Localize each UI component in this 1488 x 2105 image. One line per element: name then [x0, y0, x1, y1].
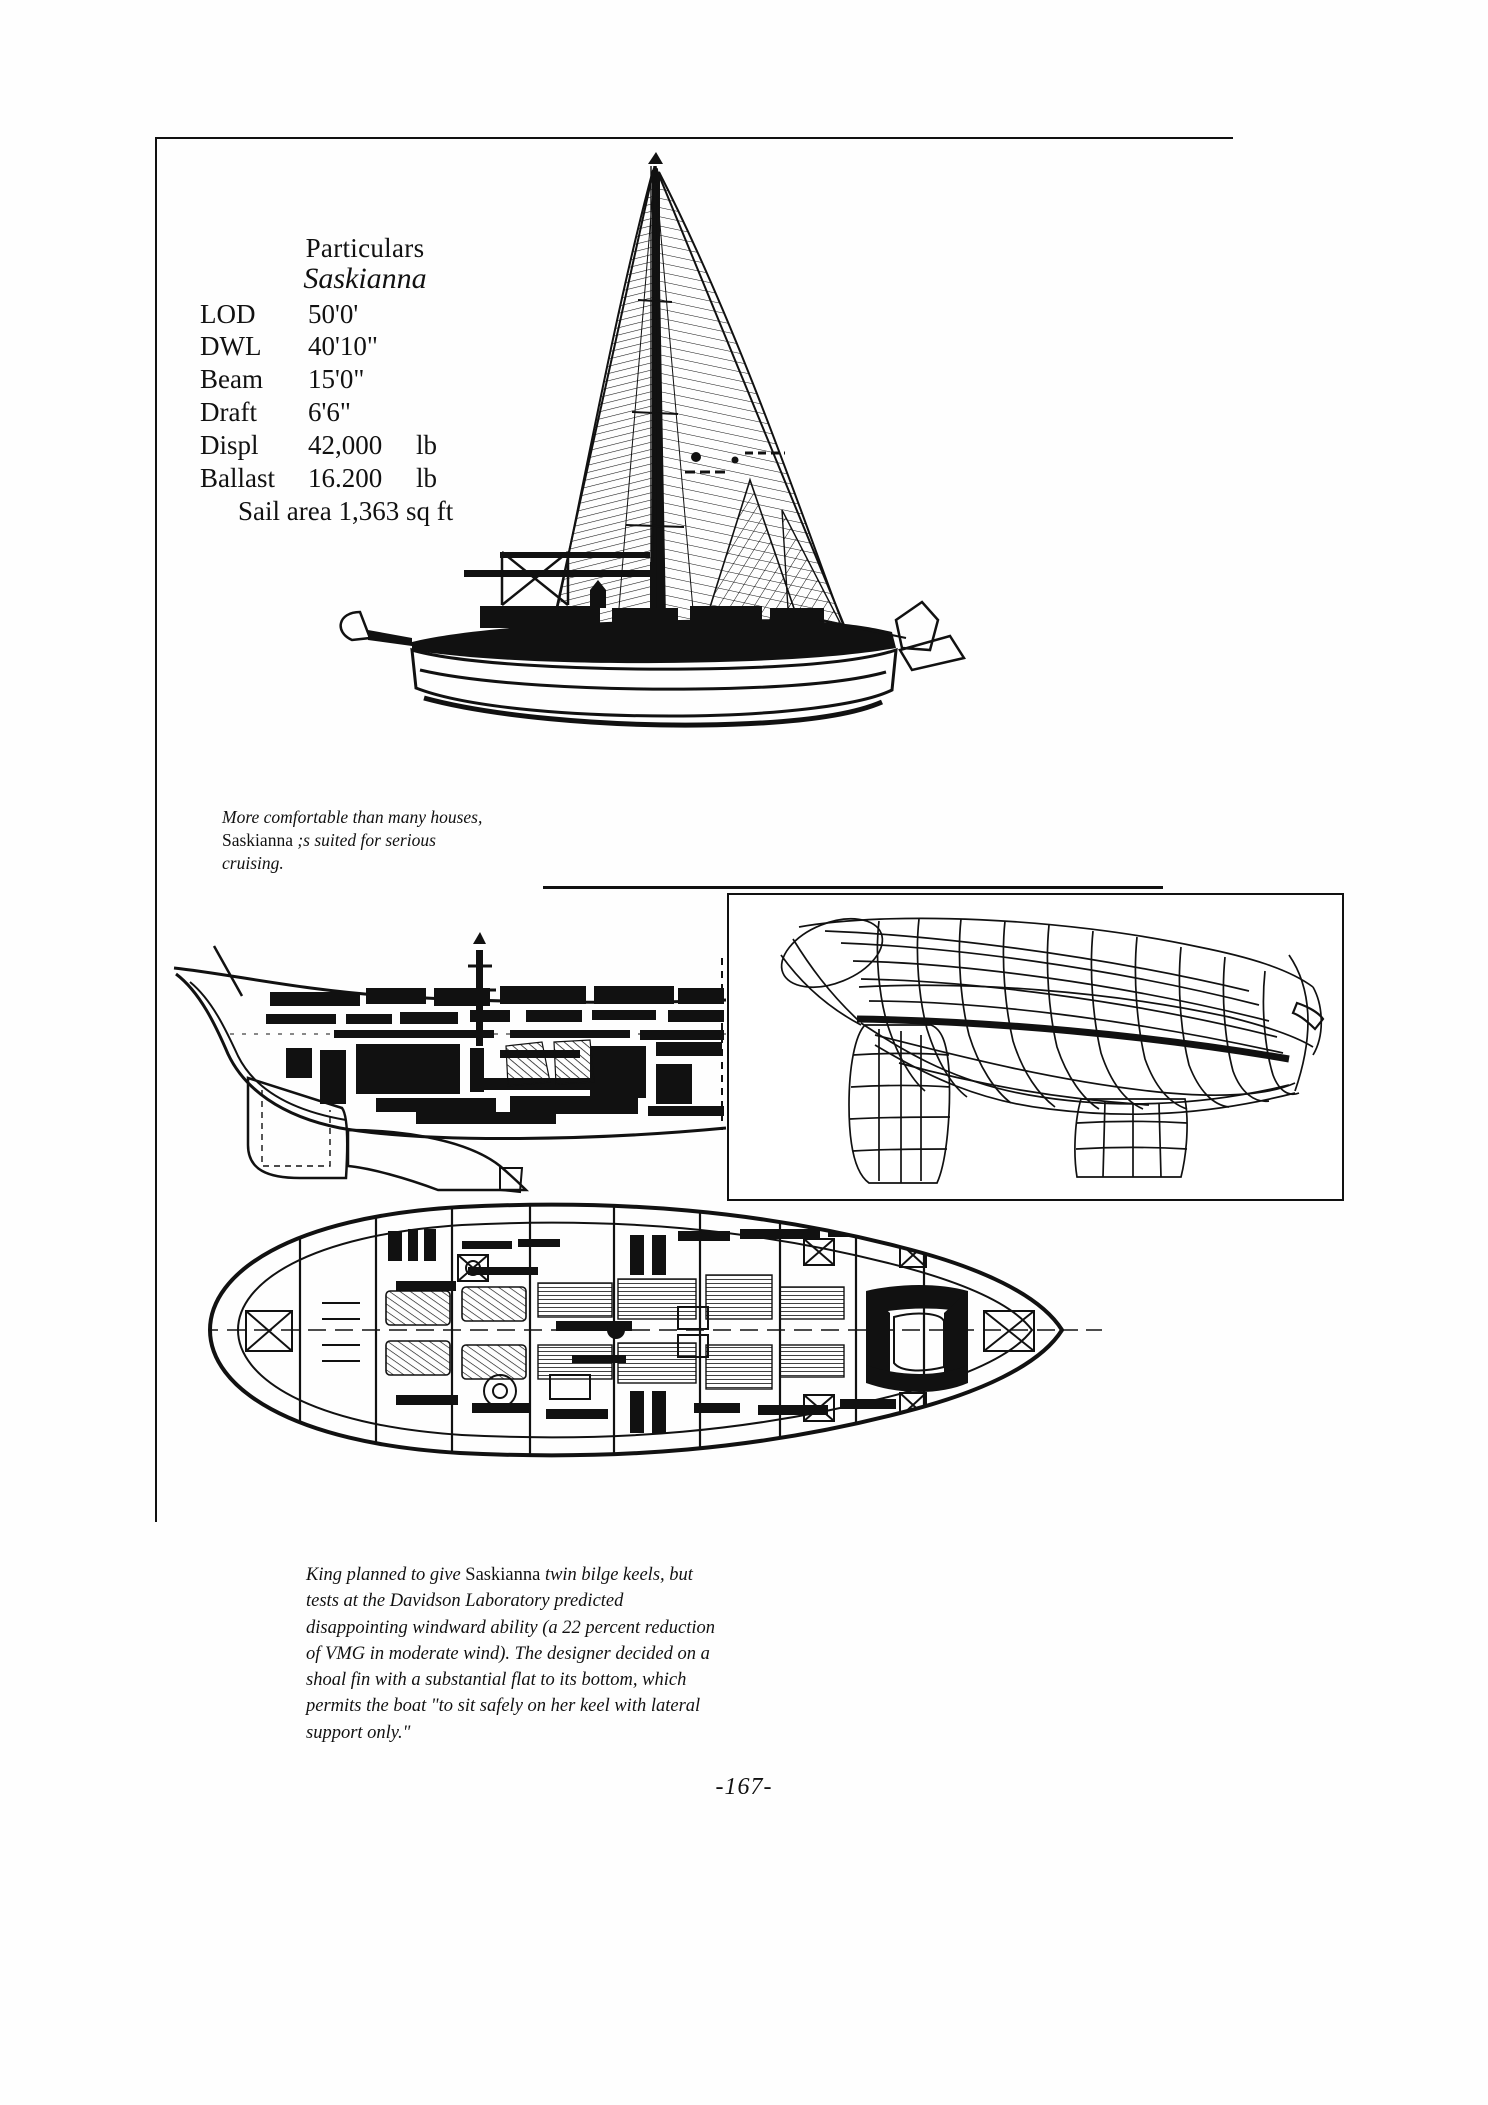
- accommodation-plan-figure: [200, 1195, 1110, 1465]
- particulars-label: Draft: [200, 397, 257, 428]
- particulars-row: Draft 6'6": [200, 396, 530, 429]
- particulars-value: 42,000: [308, 430, 383, 461]
- particulars-row: Beam 15'0": [200, 363, 530, 396]
- sailplan-caption: More comfortable than many houses, Saski…: [222, 806, 492, 875]
- caption-text-part2: twin bilge keels, but tests at the David…: [306, 1565, 716, 1743]
- caption-boat-name: Saskianna: [465, 1565, 541, 1585]
- page-edge-top-rule: [155, 137, 1233, 139]
- particulars-table: Particulars Saskianna LOD 50'0' DWL 40'1…: [200, 232, 530, 528]
- particulars-label: Ballast: [200, 463, 275, 494]
- particulars-unit: [416, 396, 476, 429]
- accommodation-plan-drawing: [207, 1202, 1106, 1458]
- sail-plan-figure: [339, 150, 1180, 900]
- particulars-unit: lb: [416, 463, 438, 494]
- particulars-unit: [416, 298, 476, 331]
- particulars-unit: [416, 363, 476, 396]
- particulars-value: 16.200: [308, 463, 383, 494]
- hull-lines-box: [727, 893, 1344, 1201]
- particulars-row: Displ 42,000 lb: [200, 429, 530, 462]
- particulars-row: DWL 40'10": [200, 330, 530, 363]
- particulars-label: Displ: [200, 430, 259, 461]
- sail-plan-drawing: [339, 152, 967, 728]
- particulars-value: 50'0': [308, 298, 359, 329]
- hull-perspective-drawing: [780, 917, 1325, 1184]
- particulars-label: Beam: [200, 364, 263, 395]
- particulars-value: 6'6": [308, 397, 351, 428]
- caption-text-part1: King planned to give: [306, 1565, 466, 1585]
- particulars-unit: lb: [416, 430, 438, 461]
- particulars-value: 15'0": [308, 364, 365, 395]
- sail-area-value: 1,363 sq ft: [338, 496, 454, 527]
- particulars-unit: [416, 330, 476, 363]
- plans-caption: King planned to give Saskianna twin bilg…: [306, 1562, 726, 1746]
- sail-area-label: Sail area: [238, 496, 332, 527]
- particulars-row: LOD 50'0': [200, 298, 530, 331]
- interior-profile-drawing: [173, 932, 732, 1194]
- page-number: -167-: [715, 1774, 773, 1800]
- particulars-heading: Particulars: [305, 233, 425, 263]
- sail-plan-waterline: [543, 886, 1163, 889]
- particulars-subject: Saskianna: [303, 261, 427, 295]
- particulars-row-sail-area: Sail area 1,363 sq ft: [238, 495, 530, 528]
- particulars-row: Ballast 16.200 lb: [200, 462, 530, 495]
- particulars-label: DWL: [200, 331, 262, 362]
- particulars-label: LOD: [200, 298, 256, 329]
- interior-profile-figure: [170, 930, 740, 1194]
- caption-text-part2: ;s suited for serious cruising.: [222, 830, 436, 874]
- caption-boat-name: Saskianna: [222, 830, 293, 851]
- page-edge-left-rule: [155, 137, 157, 1522]
- particulars-value: 40'10": [308, 331, 378, 362]
- caption-text-part1: More comfortable than many houses,: [222, 807, 483, 827]
- sail-plan-hull: [339, 551, 967, 728]
